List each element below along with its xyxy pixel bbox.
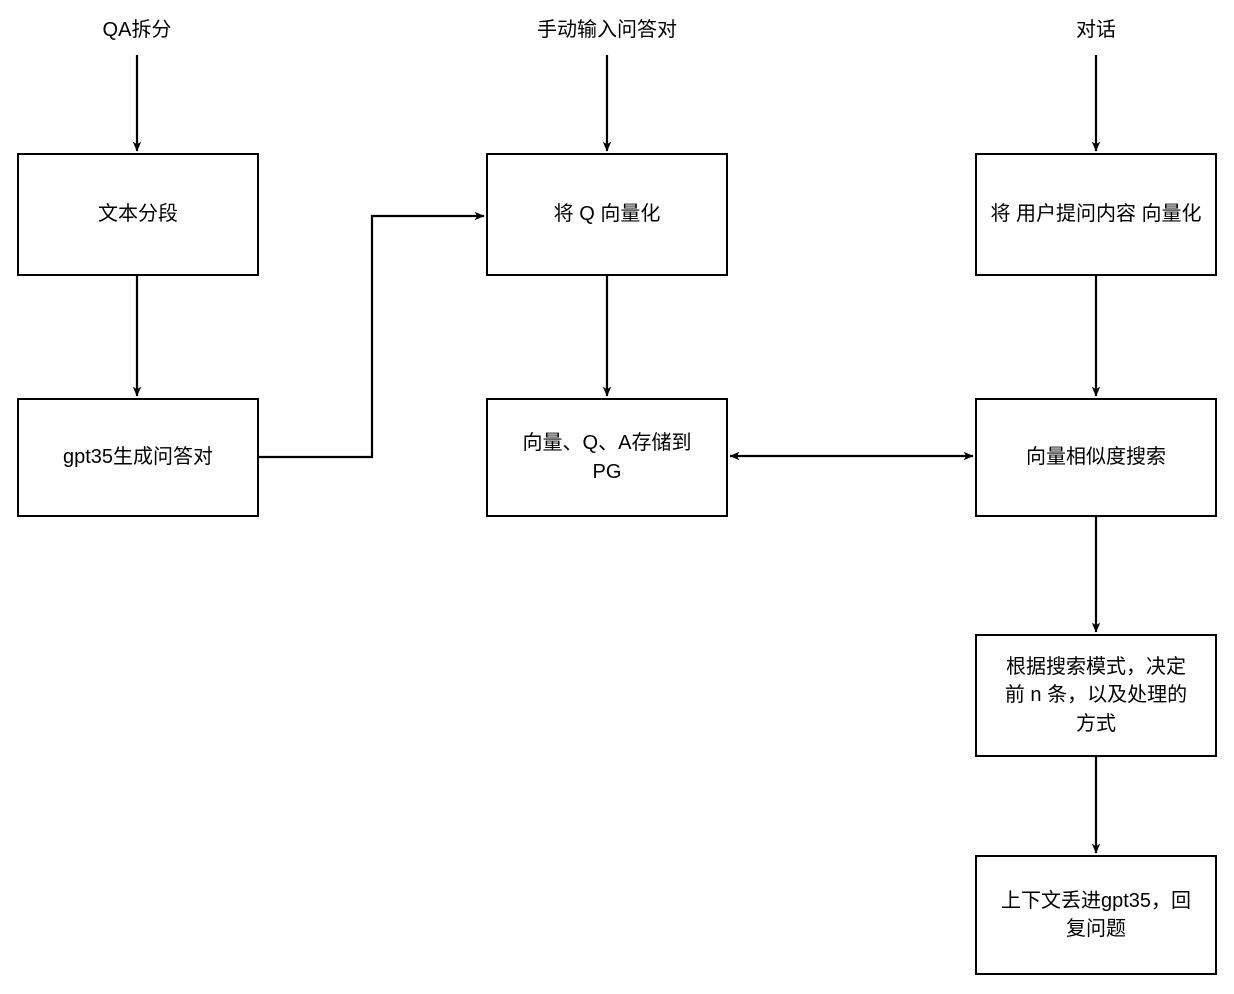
edge-label-qa-split: QA拆分	[102, 19, 172, 41]
node-answer-with-gpt35[interactable]: 上下文丢进gpt35，回 复问题	[975, 855, 1217, 975]
edge-label-dialogue: 对话	[1076, 19, 1116, 41]
node-topn-search-mode[interactable]: 根据搜索模式，决定 前 n 条，以及处理的 方式	[975, 634, 1217, 757]
node-vectorize-user-query[interactable]: 将 用户提问内容 向量化	[975, 153, 1217, 276]
edge-gpt35-to-vectorize-q	[259, 211, 485, 459]
node-vector-similarity-search[interactable]: 向量相似度搜索	[975, 398, 1217, 517]
edge-label-manual-input: 手动输入问答对	[537, 19, 677, 41]
node-text-split[interactable]: 文本分段	[17, 153, 259, 276]
node-vectorize-q[interactable]: 将 Q 向量化	[486, 153, 728, 276]
node-store-to-pg[interactable]: 向量、Q、A存储到 PG	[486, 398, 728, 517]
node-gpt35-generate-qa[interactable]: gpt35生成问答对	[17, 398, 259, 517]
